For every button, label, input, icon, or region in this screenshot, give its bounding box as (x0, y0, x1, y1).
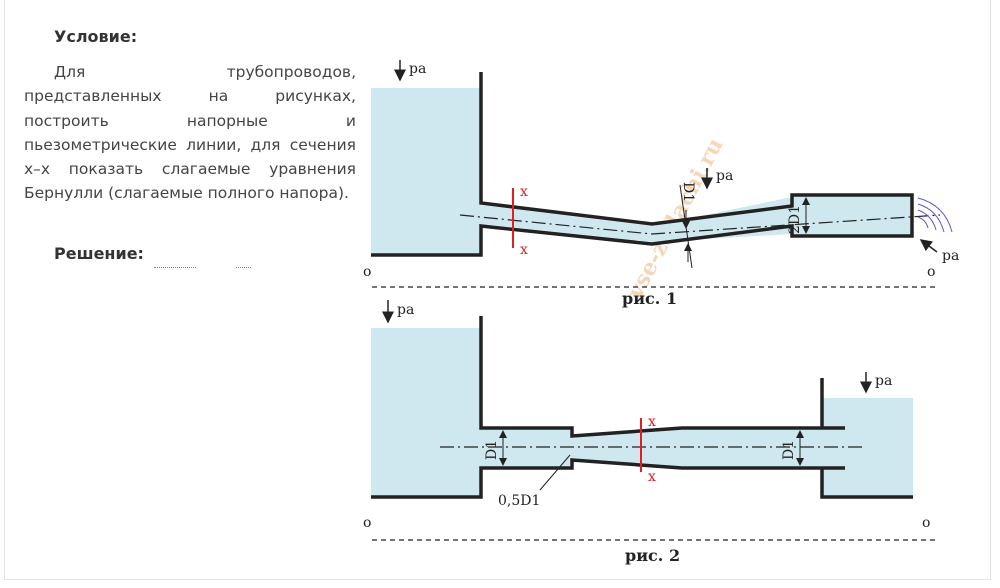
datum-label: o (363, 264, 371, 280)
jet-lines (917, 197, 953, 233)
pa-label: pa (397, 302, 414, 318)
pa-label: pa (942, 248, 959, 264)
dimension-2d1: 2D1 (787, 205, 803, 234)
dimension-d1: D1 (781, 440, 797, 460)
condition-text: Для трубопроводов, представленных на рис… (24, 63, 356, 203)
pipe (481, 197, 792, 242)
datum-label: o (363, 515, 371, 531)
pa-label: pa (716, 168, 733, 184)
figure-1: x x D1 2D1 pa pa pa o o рис. 1 (363, 60, 959, 308)
figure-caption: рис. 2 (625, 546, 680, 565)
section-label: x (648, 469, 656, 485)
section-label: x (648, 414, 656, 430)
section-label: x (520, 184, 528, 200)
pressure-arrow-icon (919, 239, 938, 253)
dotted-link[interactable] (154, 267, 196, 268)
dotted-link[interactable] (236, 267, 251, 268)
solution-heading: Решение: (54, 244, 144, 263)
left-tank (371, 328, 481, 497)
pa-label: pa (409, 61, 426, 77)
pipe (481, 428, 845, 468)
expansion-pipe (792, 195, 912, 236)
figure-2: x x D1 D1 0,5D1 pa pa o o рис. 2 (363, 300, 935, 565)
section-label: x (520, 242, 528, 258)
dimension-d1: D1 (680, 182, 696, 202)
dimension-05d1: 0,5D1 (498, 493, 540, 509)
pa-label: pa (875, 373, 892, 389)
condition-heading: Условие: (54, 27, 138, 46)
dimension-d1: D1 (484, 440, 500, 460)
datum-label: o (927, 264, 935, 280)
figure-caption: рис. 1 (622, 289, 677, 308)
tank (371, 88, 481, 255)
datum-label: o (922, 515, 930, 531)
